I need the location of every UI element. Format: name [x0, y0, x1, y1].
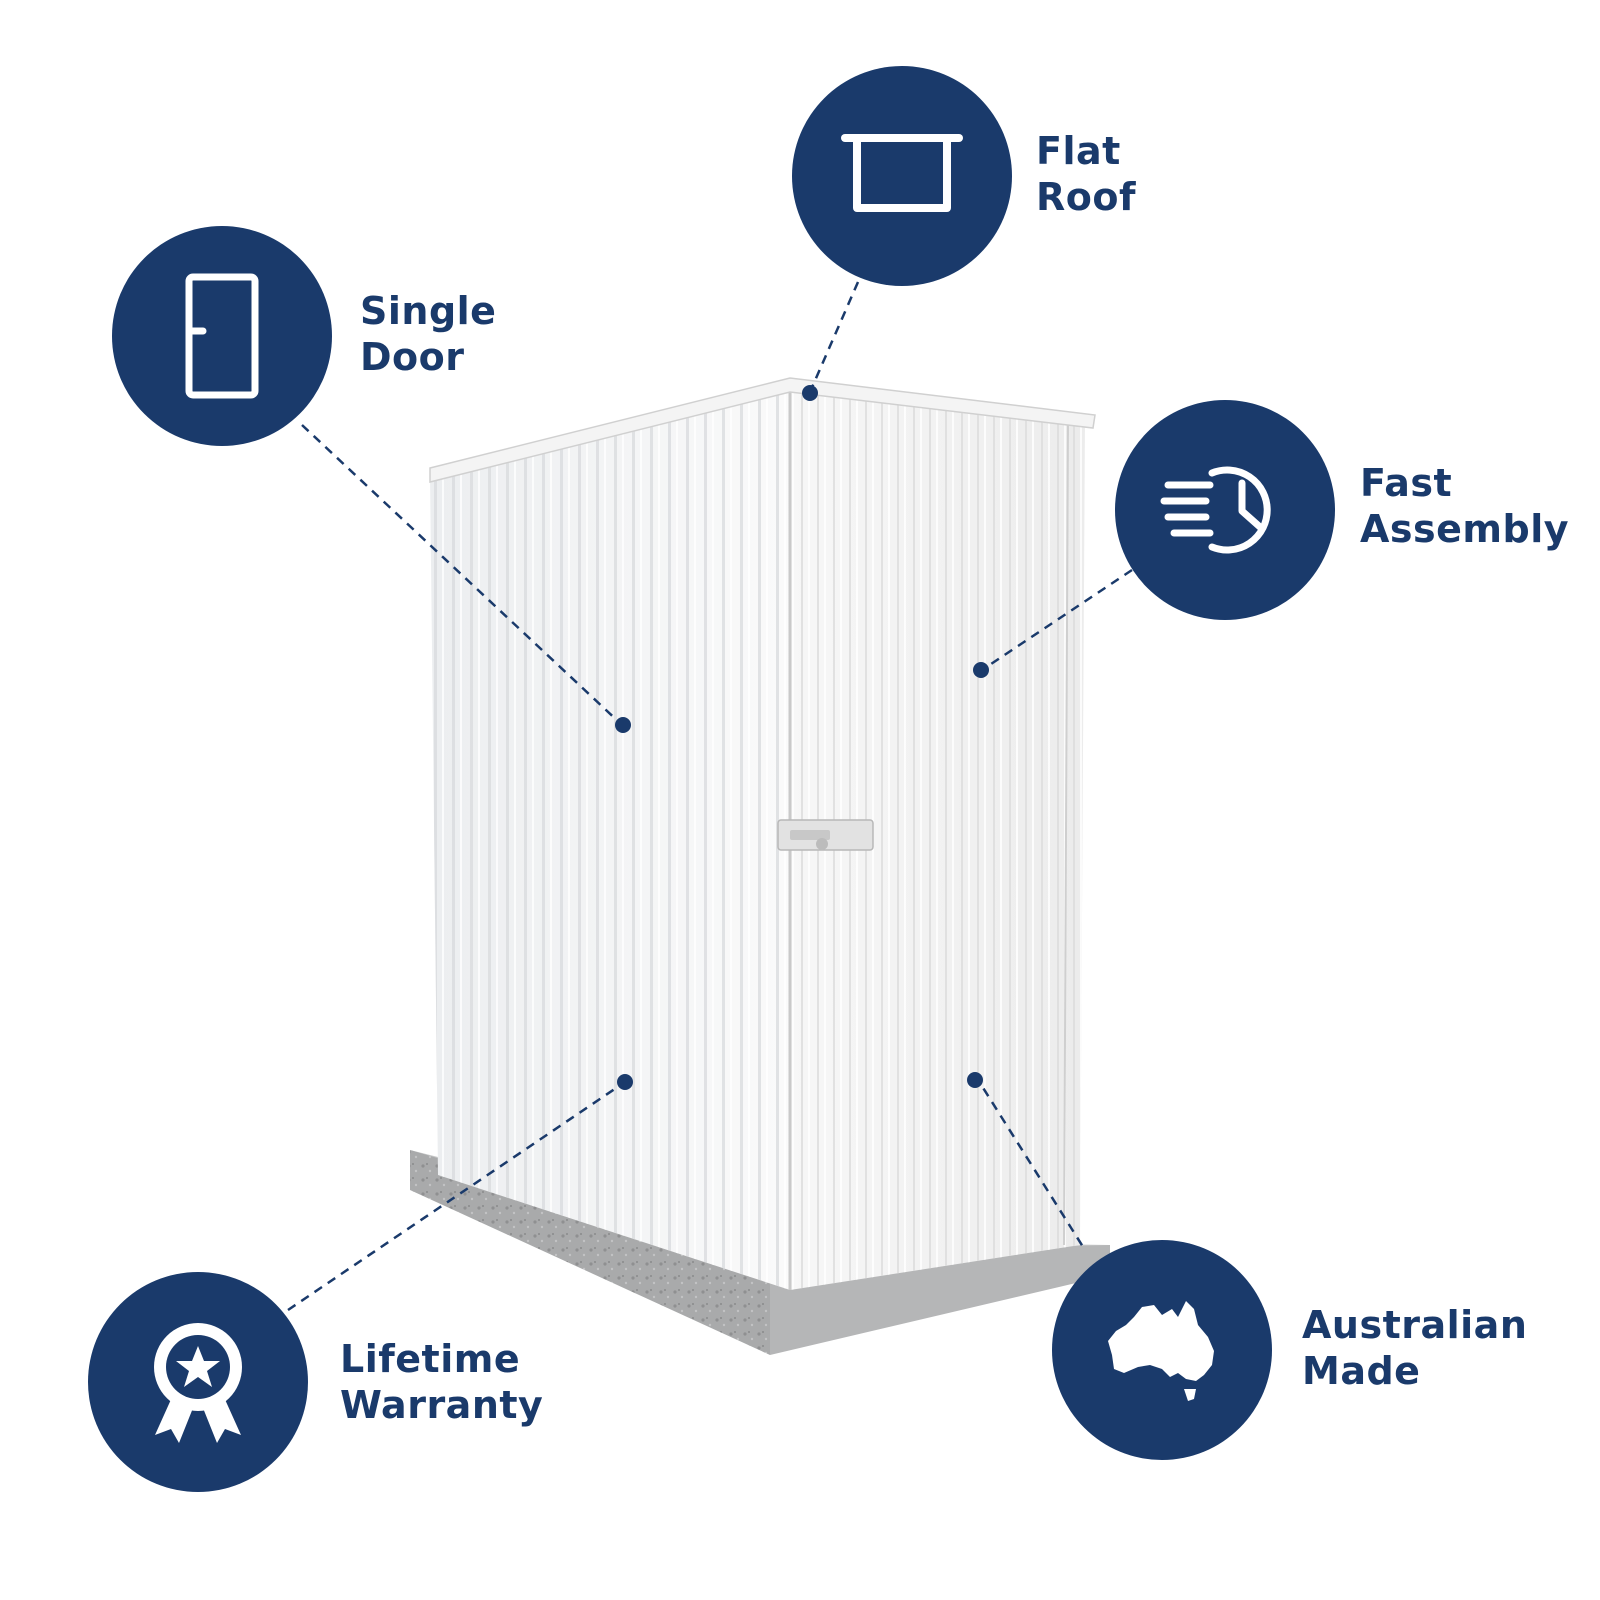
leader-dot-fast-assembly [973, 662, 989, 678]
leader-line-lifetime-warranty [287, 1080, 626, 1312]
single-door-label-line1: Single [360, 289, 497, 333]
flat-roof-label-line2: Roof [1036, 175, 1137, 219]
leader-line-australian-made [973, 1074, 1087, 1251]
flat-roof-label-line1: Flat [1036, 129, 1121, 173]
fast-assembly-label: Fast Assembly [1360, 460, 1569, 552]
shed-front-wall [788, 385, 1085, 1290]
australian-made-label: Australian Made [1302, 1302, 1527, 1394]
leader-lines [287, 281, 1133, 1312]
australian-made-label-line2: Made [1302, 1349, 1421, 1393]
leader-dot-flat-roof [802, 385, 818, 401]
leader-dot-single-door [615, 717, 631, 733]
leader-dots [615, 385, 989, 1090]
flat-roof-label: Flat Roof [1036, 128, 1136, 220]
australian-made-label-line1: Australian [1302, 1303, 1528, 1347]
lifetime-warranty-badge [88, 1272, 308, 1492]
leader-dot-lifetime-warranty [617, 1074, 633, 1090]
lifetime-warranty-label-line1: Lifetime [340, 1337, 521, 1381]
leader-line-fast-assembly [981, 568, 1133, 672]
leader-dot-australian-made [967, 1072, 983, 1088]
award-ribbon-icon [154, 1323, 242, 1443]
fast-assembly-label-line1: Fast [1360, 461, 1453, 505]
single-door-label-line2: Door [360, 335, 465, 379]
clock-speed-icon [1160, 466, 1271, 554]
door-latch [777, 819, 874, 851]
flat-roof-icon [841, 134, 963, 212]
shed-side-wall [430, 385, 790, 1290]
flat-roof-badge [792, 66, 1012, 286]
fast-assembly-label-line2: Assembly [1360, 507, 1570, 551]
leader-line-flat-roof [808, 281, 860, 393]
australia-map-icon [1108, 1301, 1214, 1401]
door-icon [185, 273, 259, 399]
shed-roof-edge [429, 377, 1096, 483]
lifetime-warranty-label-line2: Warranty [340, 1383, 544, 1427]
lifetime-warranty-label: Lifetime Warranty [340, 1336, 543, 1428]
single-door-badge [112, 226, 332, 446]
australian-made-badge [1052, 1240, 1272, 1460]
single-door-label: Single Door [360, 288, 496, 380]
fast-assembly-badge [1115, 400, 1335, 620]
